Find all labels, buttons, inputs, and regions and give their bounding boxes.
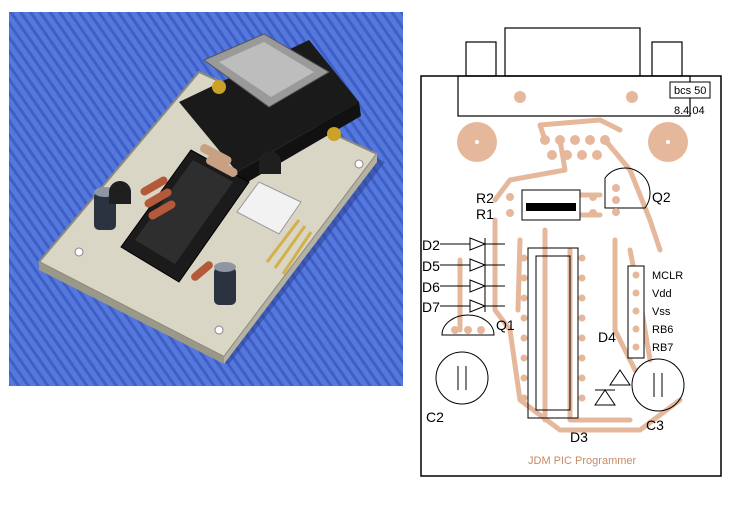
capacitor-c2 [435, 351, 489, 405]
ic-socket-outline [520, 247, 586, 419]
label-d2: D2 [422, 237, 440, 253]
label-q1: Q1 [496, 317, 515, 333]
label-r2: R2 [476, 190, 494, 206]
label-d5: D5 [422, 258, 440, 274]
label-q2: Q2 [652, 189, 671, 205]
photo-transistor-1 [109, 181, 131, 204]
transistor-q1 [441, 314, 495, 336]
capacitor-c3 [631, 358, 685, 412]
diodes-d2-d7 [440, 237, 505, 313]
photo-capacitor-right [214, 262, 236, 305]
label-d4: D4 [598, 329, 616, 345]
label-d7: D7 [422, 299, 440, 315]
pin-label-rb6: RB6 [652, 324, 673, 336]
pcb-title: JDM PIC Programmer [528, 455, 637, 467]
label-d3: D3 [570, 429, 588, 445]
pin-label-rb7: RB7 [652, 342, 673, 354]
label-c3: C3 [646, 417, 664, 433]
version-box [669, 81, 711, 99]
pin-label-mclr: MCLR [652, 270, 683, 282]
date-text: 8.4.04 [674, 105, 705, 117]
version-text: bcs 50 [674, 85, 706, 97]
photo-ic-socket [120, 149, 250, 283]
label-c2: C2 [426, 409, 444, 425]
pin-header [627, 265, 645, 359]
label-r1: R1 [476, 206, 494, 222]
resistor-r2-r1 [506, 189, 597, 221]
photo-resistors [140, 143, 238, 281]
transistor-q2 [604, 167, 651, 216]
board-photo [9, 12, 403, 386]
photo-transistor-2 [259, 151, 281, 174]
pcb-layout-diagram: R2 R1 Q2 D2 D5 D6 D7 Q1 [420, 27, 722, 477]
diode-d3 [594, 369, 631, 406]
pin-label-vdd: Vdd [652, 288, 672, 300]
label-d6: D6 [422, 279, 440, 295]
photo-pin-header [236, 181, 313, 275]
pin-label-vss: Vss [652, 306, 671, 318]
